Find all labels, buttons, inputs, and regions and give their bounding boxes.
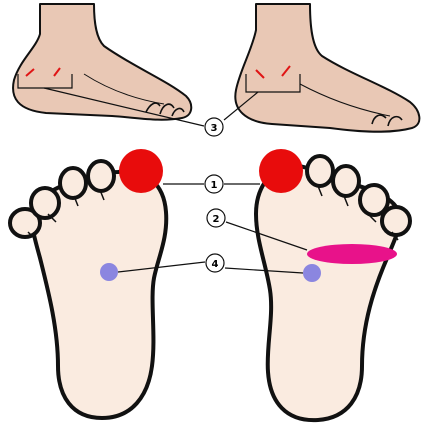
marker-2-label: 2 [213, 214, 220, 225]
left-sole [10, 161, 166, 418]
marker-3-label: 3 [211, 123, 218, 134]
right-arch-point [303, 264, 321, 282]
marker-1-label: 1 [211, 180, 218, 191]
marker-4: 4 [206, 254, 224, 272]
left-toe-4 [31, 188, 59, 218]
right-toe-4 [360, 185, 388, 215]
left-toe-2 [88, 161, 114, 191]
marker-4-label: 4 [212, 259, 219, 270]
right-big-toe-point [259, 149, 303, 193]
ball-of-foot-band [307, 244, 397, 264]
marker-1: 1 [205, 175, 223, 193]
left-arch-point [100, 263, 118, 281]
marker-2: 2 [207, 209, 225, 227]
right-sole [256, 156, 410, 420]
right-side-foot [235, 4, 419, 132]
left-toe-3 [60, 168, 86, 198]
marker-3: 3 [205, 118, 223, 136]
left-big-toe-point [119, 149, 163, 193]
right-toe-5 [382, 207, 410, 235]
right-toe-2 [307, 156, 333, 186]
right-toe-3 [333, 166, 359, 196]
